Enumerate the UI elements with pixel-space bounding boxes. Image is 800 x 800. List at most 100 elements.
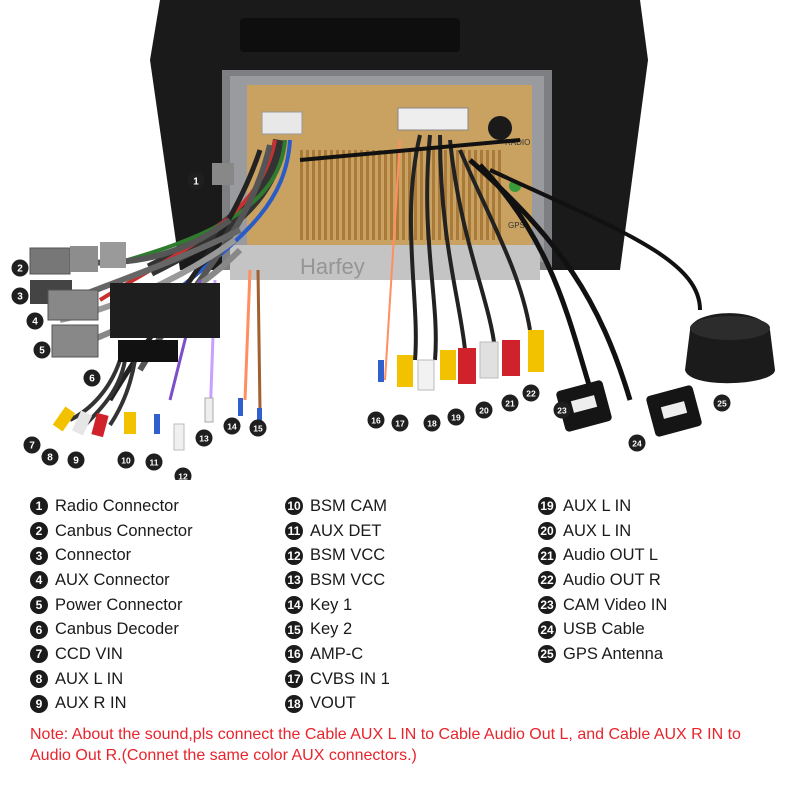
svg-text:19: 19 xyxy=(451,413,461,423)
photo-callout-9: 9 xyxy=(67,451,85,469)
cooling-fin xyxy=(354,150,357,240)
svg-text:4: 4 xyxy=(32,317,38,328)
legend-item: 9 AUX R IN xyxy=(30,692,193,717)
legend-number-badge: 22 xyxy=(538,571,556,590)
photo-callout-2: 2 xyxy=(11,259,29,277)
legend-item: 1 Radio Connector xyxy=(30,494,193,519)
photo-callout-6: 6 xyxy=(83,369,101,387)
svg-text:18: 18 xyxy=(427,419,437,429)
gps-port-label: GPS xyxy=(508,221,525,230)
legend-label: Radio Connector xyxy=(55,496,179,515)
legend-number-badge: 12 xyxy=(285,546,303,565)
legend-item: 23 CAM Video IN xyxy=(538,593,667,618)
photo-callout-7: 7 xyxy=(23,436,41,454)
legend-number-badge: 17 xyxy=(285,670,303,689)
cooling-fin xyxy=(486,150,489,240)
photo-callout-19: 19 xyxy=(447,408,465,426)
legend-label: Key 2 xyxy=(310,620,353,639)
legend-label: BSM VCC xyxy=(310,570,386,589)
legend-label: AUX L IN xyxy=(55,669,124,688)
svg-text:16: 16 xyxy=(371,416,381,426)
cooling-fin xyxy=(348,150,351,240)
photo-callout-17: 17 xyxy=(391,414,409,432)
svg-text:25: 25 xyxy=(717,399,727,409)
photo-callout-14: 14 xyxy=(223,417,241,435)
legend-number-badge: 7 xyxy=(30,645,48,664)
legend-number-badge: 5 xyxy=(30,596,48,615)
photo-callout-13: 13 xyxy=(195,429,213,447)
cooling-fin xyxy=(390,150,393,240)
legend-item: 4 AUX Connector xyxy=(30,568,193,593)
legend-label: Key 1 xyxy=(310,595,353,614)
legend-number-badge: 24 xyxy=(538,620,556,639)
photo-callout-1: 1 xyxy=(187,172,205,190)
cooling-fin xyxy=(360,150,363,240)
legend-label: CAM Video IN xyxy=(563,595,668,614)
cooling-fin xyxy=(384,150,387,240)
left-plugs xyxy=(29,163,234,362)
legend-label: AUX Connector xyxy=(55,570,170,589)
cooling-fin xyxy=(300,150,303,240)
cooling-fin xyxy=(366,150,369,240)
legend-item: 8 AUX L IN xyxy=(30,667,193,692)
svg-text:2: 2 xyxy=(17,264,23,275)
legend-number-badge: 1 xyxy=(30,497,48,516)
legend-label: Power Connector xyxy=(55,595,183,614)
photo-callout-18: 18 xyxy=(423,414,441,432)
legend-label: Canbus Connector xyxy=(55,521,193,540)
cooling-fin xyxy=(444,150,447,240)
photo-callout-5: 5 xyxy=(33,341,51,359)
legend-number-badge: 20 xyxy=(538,522,556,541)
legend-number-badge: 16 xyxy=(285,645,303,664)
cooling-fin xyxy=(330,150,333,240)
cooling-fin xyxy=(336,150,339,240)
photo-callout-4: 4 xyxy=(26,312,44,330)
legend-number-badge: 23 xyxy=(538,596,556,615)
svg-text:23: 23 xyxy=(557,406,567,416)
photo-callout-22: 22 xyxy=(522,384,540,402)
svg-text:13: 13 xyxy=(199,434,209,444)
legend-number-badge: 13 xyxy=(285,571,303,590)
right-rca-plugs xyxy=(378,330,544,391)
cooling-fin xyxy=(462,150,465,240)
svg-text:7: 7 xyxy=(29,441,35,452)
cooling-fin xyxy=(492,150,495,240)
left-rca-plugs xyxy=(52,397,262,451)
svg-text:9: 9 xyxy=(73,456,79,467)
svg-text:20: 20 xyxy=(479,406,489,416)
photo-callout-21: 21 xyxy=(501,394,519,412)
legend-label: AUX L IN xyxy=(563,496,632,515)
cooling-fin xyxy=(312,150,315,240)
legend-number-badge: 4 xyxy=(30,571,48,590)
photo-callout-24: 24 xyxy=(628,434,646,452)
brand-watermark: Harfey xyxy=(300,254,365,279)
cooling-fin xyxy=(474,150,477,240)
legend-label: BSM CAM xyxy=(310,496,388,515)
photo-callout-12: 12 xyxy=(174,467,192,480)
svg-text:6: 6 xyxy=(89,374,95,385)
photo-callout-8: 8 xyxy=(41,448,59,466)
photo-callout-3: 3 xyxy=(11,287,29,305)
cooling-fin xyxy=(378,150,381,240)
svg-text:15: 15 xyxy=(253,424,263,434)
legend-label: Canbus Decoder xyxy=(55,620,179,639)
cooling-fin xyxy=(372,150,375,240)
cooling-fin xyxy=(438,150,441,240)
svg-text:3: 3 xyxy=(17,292,23,303)
legend-number-badge: 8 xyxy=(30,670,48,689)
product-photo: RADIO GPS Harfey xyxy=(11,0,775,480)
cooling-fin xyxy=(498,150,501,240)
legend-number-badge: 9 xyxy=(30,694,48,713)
head-unit-back xyxy=(247,85,532,245)
legend-label: AUX R IN xyxy=(55,694,127,713)
